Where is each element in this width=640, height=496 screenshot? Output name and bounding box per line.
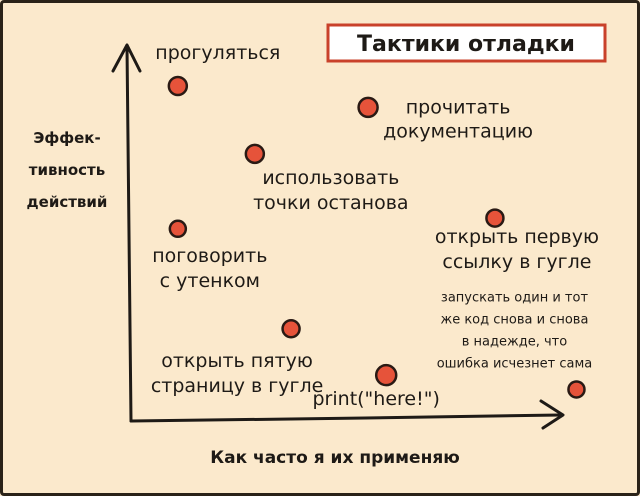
scatter-chart: Тактики отладки Эффек-тивность действийКа… xyxy=(27,23,607,468)
y-axis-label-line: действий xyxy=(27,193,108,211)
point-label-line: ошибка исчезнет сама xyxy=(437,356,593,371)
data-point: поговорить с утенком xyxy=(152,219,267,292)
y-axis-label-line: Эффек- xyxy=(33,129,100,147)
point-label: print("here!") xyxy=(313,388,440,410)
point-label-line: с утенком xyxy=(160,270,260,292)
y-axis-arrow xyxy=(111,43,142,73)
point-label-line: открыть пятую xyxy=(161,350,313,372)
data-point: открыть пятую страницу в гугле xyxy=(151,319,323,397)
title-text: Тактики отладки xyxy=(357,32,575,57)
y-axis-label: Эффек-тивность действий xyxy=(27,129,108,211)
point-marker xyxy=(168,219,188,239)
point-label: открыть пятую страницу в гугле xyxy=(151,350,323,397)
point-label: запускать один и тот же код снова и снова… xyxy=(437,290,593,371)
y-axis xyxy=(125,45,133,423)
point-label-line: использовать xyxy=(262,167,399,189)
x-axis-label: Как часто я их применяю xyxy=(210,448,460,468)
point-marker xyxy=(485,208,505,228)
point-label-line: прочитать xyxy=(406,96,511,118)
point-label: поговорить с утенком xyxy=(152,245,267,292)
point-label-line: в надежде, что xyxy=(462,334,567,349)
x-axis xyxy=(129,413,562,423)
point-marker xyxy=(374,363,398,387)
data-point: прогуляться xyxy=(155,42,280,97)
point-label: открыть первую ссылку в гугле xyxy=(435,226,599,273)
y-axis-label-line: тивность xyxy=(29,161,105,179)
data-point: print("here!") xyxy=(313,363,440,410)
point-marker xyxy=(167,75,189,97)
point-marker xyxy=(244,143,266,165)
point-label-line: запускать один и тот xyxy=(441,290,589,305)
point-label-line: же код снова и снова xyxy=(440,312,588,327)
point-label-line: страницу в гугле xyxy=(151,375,323,397)
point-label-line: открыть первую xyxy=(435,226,599,248)
point-label-line: прогуляться xyxy=(155,42,280,64)
point-label-line: точки останова xyxy=(253,192,408,214)
point-label-line: ссылку в гугле xyxy=(442,251,591,273)
point-marker xyxy=(281,319,301,339)
point-label: использовать точки останова xyxy=(253,167,408,214)
chart-title: Тактики отладки xyxy=(326,23,607,63)
data-point: запускать один и тот же код снова и снова… xyxy=(437,290,593,399)
data-point: использовать точки останова xyxy=(244,143,409,214)
data-point: открыть первую ссылку в гугле xyxy=(435,208,599,273)
point-label-line: print("here!") xyxy=(313,388,440,410)
point-marker xyxy=(357,96,379,119)
point-label-line: документацию xyxy=(383,120,533,142)
title-box xyxy=(326,23,607,63)
point-label: прогуляться xyxy=(155,42,280,64)
point-label-line: поговорить xyxy=(152,245,267,267)
point-marker xyxy=(567,380,586,399)
x-axis-arrow xyxy=(539,399,565,430)
